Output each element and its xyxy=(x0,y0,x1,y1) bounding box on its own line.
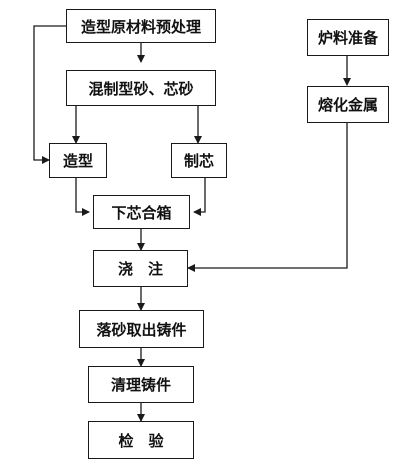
node-pouring-label: 浇 注 xyxy=(117,260,163,278)
node-shakeout: 落砂取出铸件 xyxy=(79,310,204,348)
node-melting: 熔化金属 xyxy=(307,86,389,123)
node-mix-sand-label: 混制型砂、芯砂 xyxy=(88,79,194,98)
node-melting-label: 熔化金属 xyxy=(317,96,378,114)
node-shakeout-label: 落砂取出铸件 xyxy=(96,320,187,339)
arrow-molding-to-setting xyxy=(75,178,90,216)
arrow-melting-to-pouring xyxy=(187,123,348,272)
node-pouring: 浇 注 xyxy=(93,250,188,287)
node-molding-label: 造型 xyxy=(62,152,93,170)
node-inspection-label: 检 验 xyxy=(118,431,164,450)
node-core-setting: 下芯合箱 xyxy=(93,195,190,229)
node-mix-sand: 混制型砂、芯砂 xyxy=(66,70,216,106)
node-inspection: 检 验 xyxy=(88,421,194,459)
node-core-making: 制芯 xyxy=(171,143,227,178)
node-molding: 造型 xyxy=(49,143,107,178)
node-core-setting-label: 下芯合箱 xyxy=(111,203,172,222)
node-charge-prep: 炉料准备 xyxy=(307,19,389,56)
node-cleaning: 清理铸件 xyxy=(88,366,194,403)
node-pretreat-label: 造型原材料预处理 xyxy=(80,17,201,36)
arrow-pretreat-to-molding xyxy=(33,25,66,164)
arrow-core-to-setting xyxy=(193,178,206,216)
node-core-making-label: 制芯 xyxy=(183,152,214,170)
node-charge-prep-label: 炉料准备 xyxy=(317,29,378,47)
node-cleaning-label: 清理铸件 xyxy=(110,376,171,394)
node-pretreat: 造型原材料预处理 xyxy=(66,9,216,43)
